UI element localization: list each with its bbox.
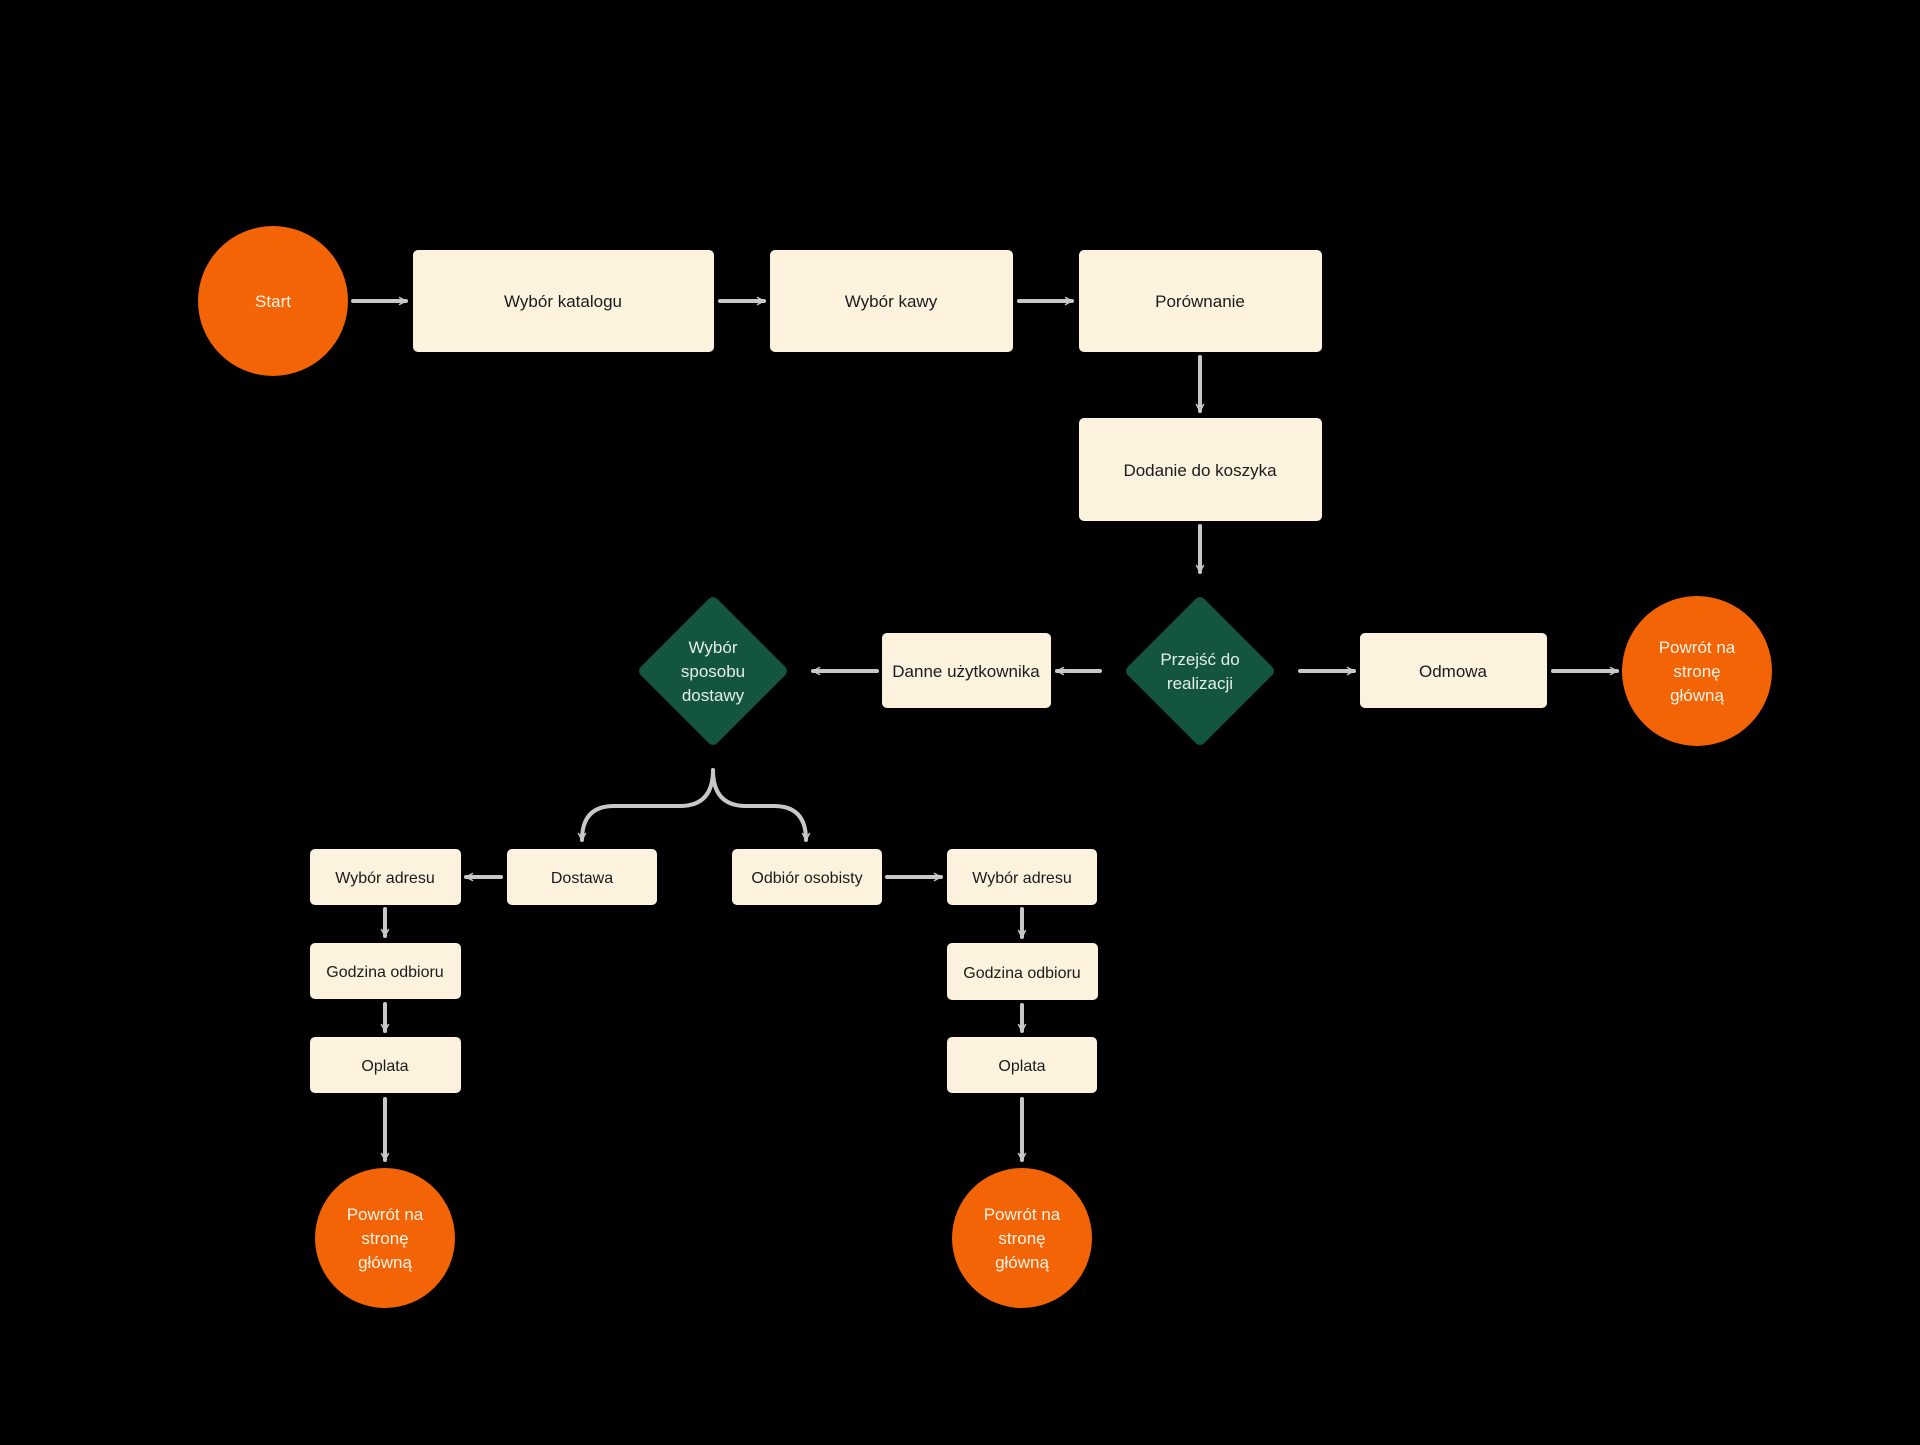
wybor-sposobu-line-3: dostawy xyxy=(682,686,745,705)
danne-uzytkownika-box: Danne użytkownika xyxy=(882,633,1051,708)
danne-uzytkownika-label: Danne użytkownika xyxy=(892,662,1040,681)
odbior-godzina-odbioru-box: Godzina odbioru xyxy=(947,943,1098,1000)
przejsc-label-line-1: Przejść do xyxy=(1160,650,1239,669)
odbior-powrot-line-1: Powrót na xyxy=(984,1205,1061,1224)
wybor-sposobu-line-1: Wybór xyxy=(689,638,738,657)
start-node: Start xyxy=(198,226,348,376)
odbior-powrot-line-2: stronę xyxy=(998,1229,1045,1248)
porownanie-box: Porównanie xyxy=(1079,250,1322,352)
odbior-powrot-line-3: główną xyxy=(995,1253,1049,1272)
dostawa-oplata-label: Oplata xyxy=(361,1058,408,1075)
wybor-katalogu-label: Wybór katalogu xyxy=(504,292,622,311)
wybor-kawy-label: Wybór kawy xyxy=(845,292,938,311)
dodanie-do-koszyka-label: Dodanie do koszyka xyxy=(1123,461,1277,480)
edges xyxy=(351,296,1619,1162)
dostawa-wybor-adresu-box: Wybór adresu xyxy=(310,849,461,905)
powrot-prawy-line-2: stronę xyxy=(1673,662,1720,681)
odbior-osobisty-label: Odbiór osobisty xyxy=(751,870,862,887)
odbior-powrot-node: Powrót na stronę główną xyxy=(952,1168,1092,1308)
odmowa-box: Odmowa xyxy=(1360,633,1547,708)
dostawa-powrot-line-1: Powrót na xyxy=(347,1205,424,1224)
powrot-prawy-line-1: Powrót na xyxy=(1659,638,1736,657)
dostawa-oplata-box: Oplata xyxy=(310,1037,461,1093)
odbior-wybor-adresu-label: Wybór adresu xyxy=(972,870,1071,887)
powrot-prawy-node: Powrót na stronę główną xyxy=(1622,596,1772,746)
przejsc-label-line-2: realizacji xyxy=(1167,674,1233,693)
odbior-oplata-label: Oplata xyxy=(998,1058,1045,1075)
start-label: Start xyxy=(255,292,291,311)
powrot-prawy-line-3: główną xyxy=(1670,686,1724,705)
wybor-sposobu-line-2: sposobu xyxy=(681,662,745,681)
edge-wybor-sposobu-to-dostawa xyxy=(577,768,715,842)
dostawa-powrot-node: Powrót na stronę główną xyxy=(315,1168,455,1308)
odbior-godzina-odbioru-label: Godzina odbioru xyxy=(963,965,1080,982)
dostawa-powrot-line-3: główną xyxy=(358,1253,412,1272)
dostawa-label: Dostawa xyxy=(551,870,613,887)
dostawa-godzina-odbioru-box: Godzina odbioru xyxy=(310,943,461,999)
dostawa-wybor-adresu-label: Wybór adresu xyxy=(335,870,434,887)
wybor-sposobu-dostawy-decision: Wybór sposobu dostawy xyxy=(639,597,787,745)
odbior-osobisty-box: Odbiór osobisty xyxy=(732,849,882,905)
dostawa-powrot-line-2: stronę xyxy=(361,1229,408,1248)
odmowa-label: Odmowa xyxy=(1419,662,1488,681)
dostawa-box: Dostawa xyxy=(507,849,657,905)
odbior-wybor-adresu-box: Wybór adresu xyxy=(947,849,1097,905)
przejsc-do-realizacji-decision: Przejść do realizacji xyxy=(1126,597,1274,745)
dodanie-do-koszyka-box: Dodanie do koszyka xyxy=(1079,418,1322,521)
porownanie-label: Porównanie xyxy=(1155,292,1245,311)
dostawa-godzina-odbioru-label: Godzina odbioru xyxy=(326,964,443,981)
edge-wybor-sposobu-to-odbior xyxy=(711,768,811,842)
wybor-kawy-box: Wybór kawy xyxy=(770,250,1013,352)
odbior-oplata-box: Oplata xyxy=(947,1037,1097,1093)
wybor-katalogu-box: Wybór katalogu xyxy=(413,250,714,352)
